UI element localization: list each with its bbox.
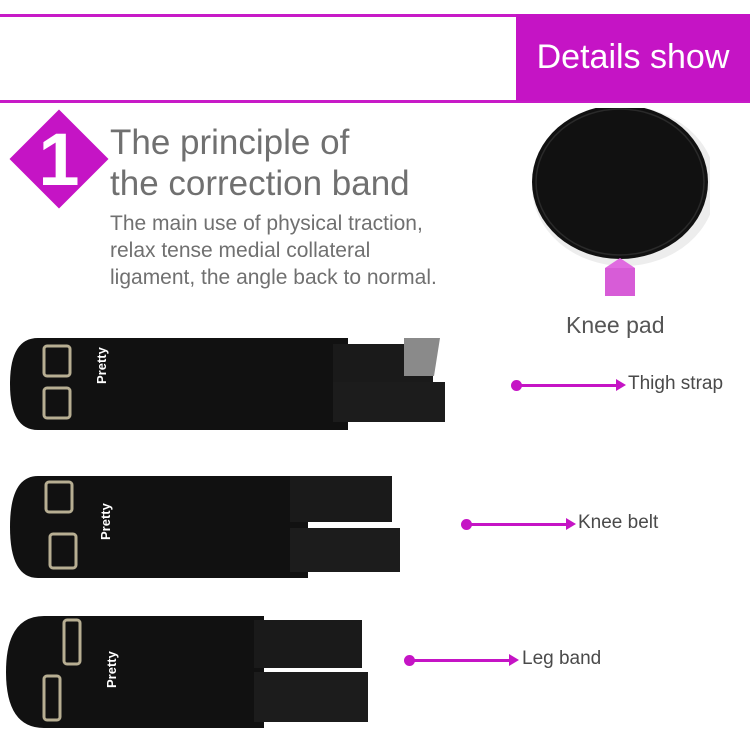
title-line-1: The principle of [110, 123, 350, 162]
knee-belt-brand: Pretty [98, 502, 113, 540]
knee-belt-arrow [468, 523, 568, 526]
title-line-2: the correction band [110, 164, 410, 203]
section-title: The principle of the correction band [110, 122, 410, 204]
details-header: Details show [516, 14, 750, 101]
leg-band-image: Pretty [6, 616, 368, 728]
leg-band-arrowhead [509, 654, 519, 666]
leg-band-dot [404, 655, 415, 666]
knee-belt-label: Knee belt [578, 512, 659, 533]
leg-band-label: Leg band [522, 648, 602, 669]
leg-band-brand: Pretty [104, 650, 119, 688]
knee-belt-arrowhead [566, 518, 576, 530]
thigh-strap-brand: Pretty [94, 346, 109, 384]
top-divider [0, 14, 750, 17]
bottom-divider [0, 100, 750, 103]
thigh-strap-image: Pretty [10, 338, 445, 430]
knee-belt-dot [461, 519, 472, 530]
knee-pad-image [532, 108, 710, 296]
thigh-strap-arrowhead [616, 379, 626, 391]
knee-pad-label: Knee pad [566, 312, 665, 338]
step-number: 1 [38, 117, 80, 201]
leg-band-arrow [411, 659, 511, 662]
thigh-strap-arrow [518, 384, 618, 387]
thigh-strap-dot [511, 380, 522, 391]
thigh-strap-label: Thigh strap [628, 373, 724, 394]
section-description: The main use of physical traction, relax… [110, 212, 437, 289]
knee-belt-image: Pretty [10, 476, 400, 578]
